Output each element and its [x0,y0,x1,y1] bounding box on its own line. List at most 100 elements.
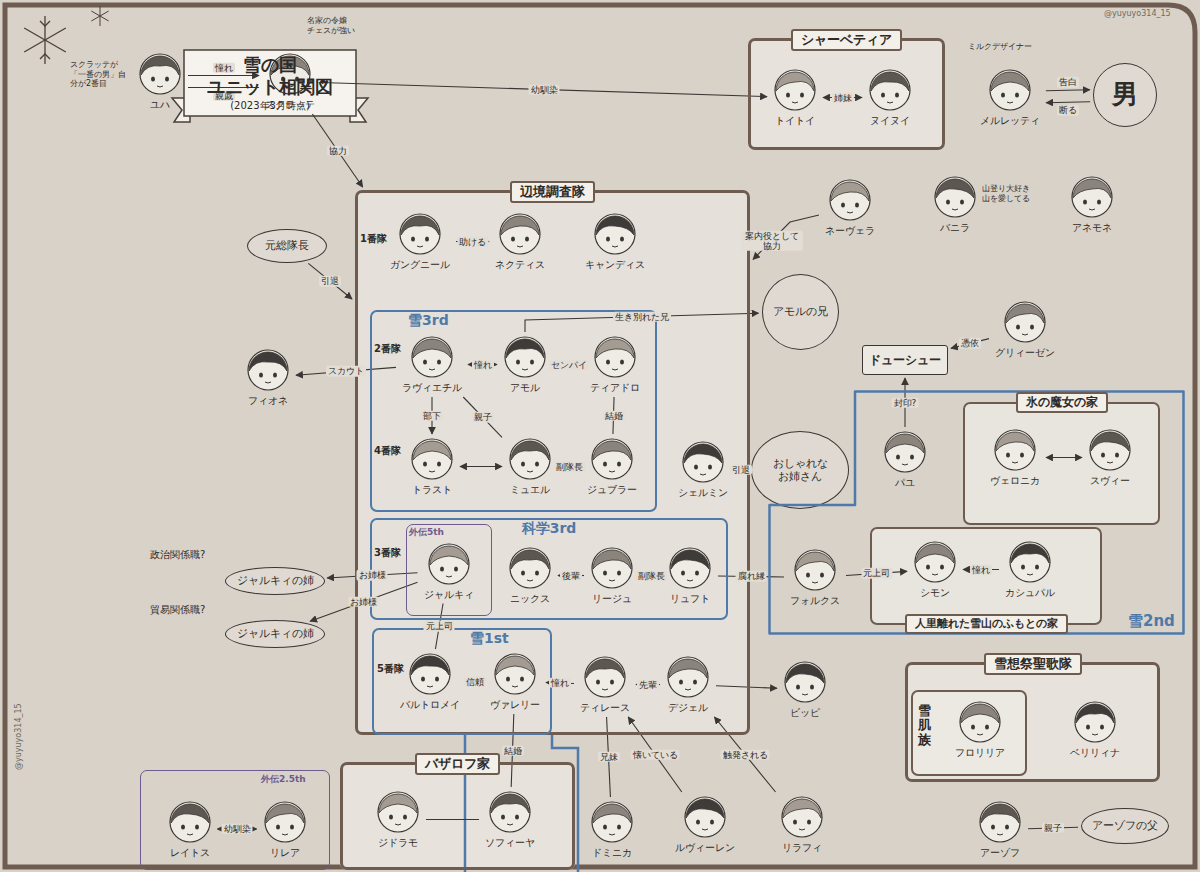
circle-node: ジャルキィの姉 [225,620,325,648]
relation-label: お姉様 [348,597,379,607]
face-outline [592,439,632,479]
character-node: ネーヴェラ [822,178,878,237]
portrait-sketch [508,437,552,481]
face-outline [670,548,710,588]
mouth-mark [612,246,618,247]
mouth-mark [887,102,893,103]
character-name: シモン [910,586,960,599]
squad-number: 4番隊 [373,444,402,458]
character-name: リュフト [665,592,715,605]
character-node: トイトイ [770,68,820,127]
mouth-mark [952,209,958,210]
portrait-sketch [410,335,454,379]
character-name: ネーヴェラ [822,224,878,237]
relation-label-holder: 引退 [319,276,341,286]
character-name: バルトロメイ [397,698,463,711]
mouth-mark [812,582,818,583]
relation-label: 姉妹 [832,92,854,102]
relation-label: 触発される [721,749,770,759]
eye-mark [1101,452,1105,457]
note-holder: 2番隊 [373,342,402,356]
character-name: メルレッティ [977,114,1043,127]
hair-shape [586,659,624,678]
eye-mark [421,676,425,681]
circle-label: ジャルキィの姉 [237,627,314,640]
circle-node: アーゾフの父 [1081,808,1169,844]
relation-label: 憑依 [959,338,981,348]
eye-mark [1001,92,1005,97]
eye-mark [617,461,621,466]
eye-mark [506,676,510,681]
character-node: ヴェロニカ [987,428,1043,487]
character-name: ヴェロニカ [987,474,1043,487]
group-heading: 雪3rd [408,312,449,330]
eye-mark [971,724,975,729]
mouth-mark [446,576,452,577]
hair-shape [430,546,468,565]
hair-shape [491,794,529,813]
face-outline [1010,542,1050,582]
eye-mark [1030,324,1034,329]
relation-label-holder: 部下 [421,410,443,420]
relation-label: 副隊長 [636,570,667,580]
eye-mark [603,461,607,466]
character-name: フィオネ [243,394,293,407]
face-outline [412,337,452,377]
mouth-mark [427,686,433,687]
relation-label-holder: 結婚 [603,410,625,420]
relation-label: 憧れ [213,62,235,72]
relation-label: 生き別れた兄 [613,311,671,321]
character-node: パユ [880,430,930,489]
relation-line [460,466,502,467]
group-box: 雪1stバルトロメイヴァレリー [372,628,552,735]
character-node: ガングニール [387,212,453,271]
eye-mark [881,92,885,97]
mouth-mark [265,382,271,383]
eye-mark [1020,452,1024,457]
hair-shape [1076,704,1114,723]
character-node: アーゾフ [975,800,1025,859]
character-name: ルヴィーレン [672,841,738,854]
face-outline [1072,177,1112,217]
circle-label: アモルの兄 [773,305,828,318]
character-name: キャンディス [582,258,648,271]
mouth-mark [512,686,518,687]
hair-shape [669,659,707,678]
eye-mark [454,566,458,571]
circle-node: アモルの兄 [762,274,839,350]
side-note: 政治関係職? [150,548,205,562]
eye-mark [681,570,685,575]
eye-mark [1035,564,1039,569]
eye-mark [1015,92,1019,97]
unit-outline: 雪2ndパユ氷の魔女の家ヴェロニカスヴィーフォルクス人里離れた雪山のふもとの家シ… [768,390,1185,635]
face-outline [592,802,632,842]
eye-mark [603,824,607,829]
eye-mark [403,814,407,819]
relation-label: 信頼 [464,676,486,686]
relation-label: 親子 [472,412,494,422]
eye-mark [810,684,814,689]
eye-mark [411,236,415,241]
mouth-mark [1012,462,1018,463]
relation-label: 案内役として協力 [741,230,803,251]
eye-mark [696,819,700,824]
squad-number: 1番隊 [359,232,388,246]
character-node: ドミニカ [587,800,637,859]
note-holder: 5番隊 [376,662,405,676]
circle-node: おしゃれな お姉さん [751,431,849,509]
hair-shape [593,441,631,460]
eye-mark [521,461,525,466]
face-outline [170,802,210,842]
eye-mark [425,236,429,241]
portrait-sketch [993,428,1037,472]
face-outline [510,548,550,588]
character-node: フィオネ [243,348,293,407]
portrait-sketch [666,655,710,699]
relation-line [308,263,352,299]
relation-label: 幼馴染 [529,84,560,94]
portrait-sketch [590,800,634,844]
relation-line [1046,457,1082,458]
portrait-sketch [883,430,927,474]
relation-label-holder: 信頼 [464,676,486,686]
